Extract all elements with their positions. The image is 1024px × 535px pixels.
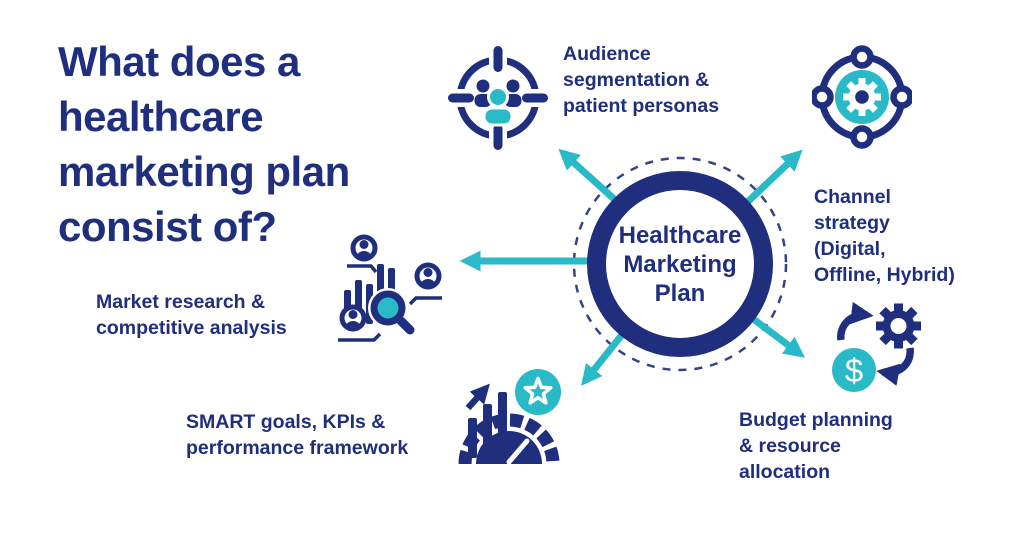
magnifier-icon [368,288,415,335]
speedometer [458,413,560,465]
page-title: What does a healthcare marketing plan co… [58,38,350,250]
label-market-research: Market research & competitive analysis [96,291,287,339]
gauge-growth-star-icon [458,369,561,465]
dollar-coin: $ [832,348,876,392]
person-badge [414,262,442,290]
research-chart-magnifier-icon [338,234,442,342]
channel-network-gear-icon [812,45,912,149]
person-badge [350,234,378,262]
audience-target-icon [448,46,548,150]
label-budget-planning: Budget planning & resource allocation [739,409,893,483]
hub-label: Healthcare Marketing Plan [618,221,742,307]
label-smart-goals: SMART goals, KPIs & performance framewor… [186,411,409,459]
person-front [482,86,514,127]
hub-circle: Healthcare Marketing Plan [587,171,773,357]
label-audience-segmentation: Audience segmentation & patient personas [563,43,720,117]
star-badge [515,369,561,415]
cycle-arrow-down [876,347,914,386]
budget-money-gear-icon: $ [832,301,921,392]
person-badge [339,304,367,332]
svg-text:$: $ [845,352,863,389]
cycle-arrow-up [837,301,874,341]
growth-arrow [465,383,490,411]
label-channel-strategy: Channel strategy (Digital, Offline, Hybr… [814,186,955,286]
